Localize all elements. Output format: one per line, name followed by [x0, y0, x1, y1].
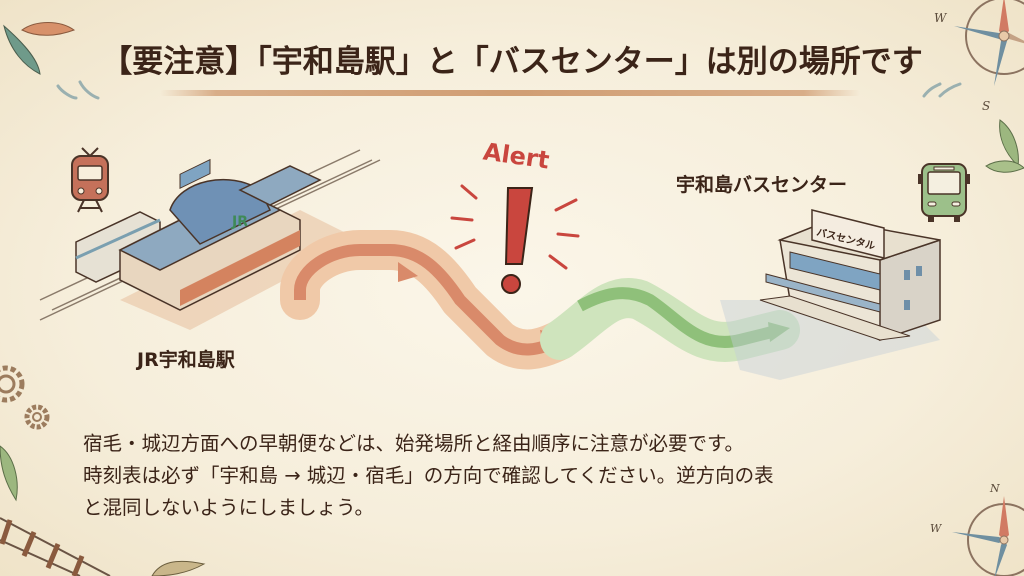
notice-text: 宿毛・城辺方面への早朝便などは、始発場所と経由順序に注意が必要です。 時刻表は必…	[83, 428, 963, 524]
gear-icon	[0, 365, 50, 430]
svg-text:N: N	[989, 482, 1000, 495]
jr-logo: JR	[231, 214, 248, 230]
notice-line: と混同しないようにしましょう。	[83, 496, 374, 519]
notice-line: 宿毛・城辺方面への早朝便などは、始発場所と経由順序に注意が必要です。	[83, 432, 745, 455]
bus-center-sign	[811, 209, 885, 259]
leaf-icon	[3, 22, 100, 100]
exclamation-icon	[450, 184, 580, 294]
compass-icon: W S	[934, 0, 1024, 113]
station-label: JR宇和島駅	[137, 349, 235, 371]
route-path	[280, 230, 800, 370]
bus-center-building	[759, 209, 941, 342]
page-title: 【要注意】「宇和島駅」と「バスセンター」は別の場所です	[101, 44, 923, 80]
bus-icon	[918, 163, 970, 222]
notice-line: 時刻表は必ず「宇和島 → 城辺・宿毛」の方向で確認してください。逆方向の表	[83, 464, 774, 487]
leaf-icon	[0, 445, 206, 576]
leaf-icon	[922, 82, 1024, 173]
svg-text:W: W	[930, 522, 943, 535]
compass-icon: N W	[930, 482, 1024, 576]
station-building: JR	[118, 158, 322, 311]
rail-track-icon	[0, 517, 111, 576]
bus-center-label: 宇和島バスセンター	[676, 174, 848, 196]
train-icon	[71, 147, 109, 213]
title-underline	[160, 90, 860, 96]
svg-text:W: W	[934, 11, 948, 25]
svg-text:S: S	[982, 99, 990, 113]
